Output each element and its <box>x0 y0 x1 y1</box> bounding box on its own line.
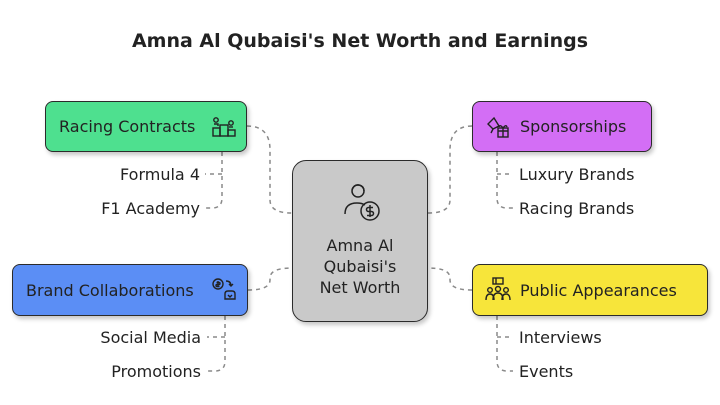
podium-icon <box>212 117 236 137</box>
node-label: Racing Contracts <box>59 117 196 136</box>
node-brand-collaborations: Brand Collaborations <box>12 264 248 316</box>
node-label: Public Appearances <box>520 280 677 300</box>
connector-racing <box>246 125 293 214</box>
leaf-interviews: Interviews <box>519 328 602 347</box>
connector-brand <box>247 267 293 291</box>
node-racing-contracts: Racing Contracts <box>45 101 247 152</box>
leaf-events: Events <box>519 362 574 381</box>
connector-public <box>427 267 473 291</box>
leaf-formula-4: Formula 4 <box>120 165 200 184</box>
gift-megaphone-icon <box>487 116 509 138</box>
connector-sponsorships <box>427 125 473 214</box>
money-exchange-icon <box>212 278 236 300</box>
node-public-appearances: Public Appearances <box>472 264 708 316</box>
person-money-icon <box>344 184 380 221</box>
node-label: Sponsorships <box>520 117 627 136</box>
audience-ticket-icon <box>485 277 511 301</box>
leaf-racing-brands: Racing Brands <box>519 199 635 218</box>
center-label: Amna Al Qubaisi's Net Worth <box>319 236 401 297</box>
leaf-social-media: Social Media <box>100 328 201 347</box>
diagram-title: Amna Al Qubaisi's Net Worth and Earnings <box>131 30 589 52</box>
leaf-promotions: Promotions <box>111 362 201 381</box>
node-sponsorships: Sponsorships <box>472 101 652 152</box>
center-node: Amna Al Qubaisi's Net Worth <box>292 160 428 322</box>
node-label: Brand Collaborations <box>26 280 194 300</box>
leaf-luxury-brands: Luxury Brands <box>519 165 635 184</box>
leaf-f1-academy: F1 Academy <box>101 199 200 218</box>
